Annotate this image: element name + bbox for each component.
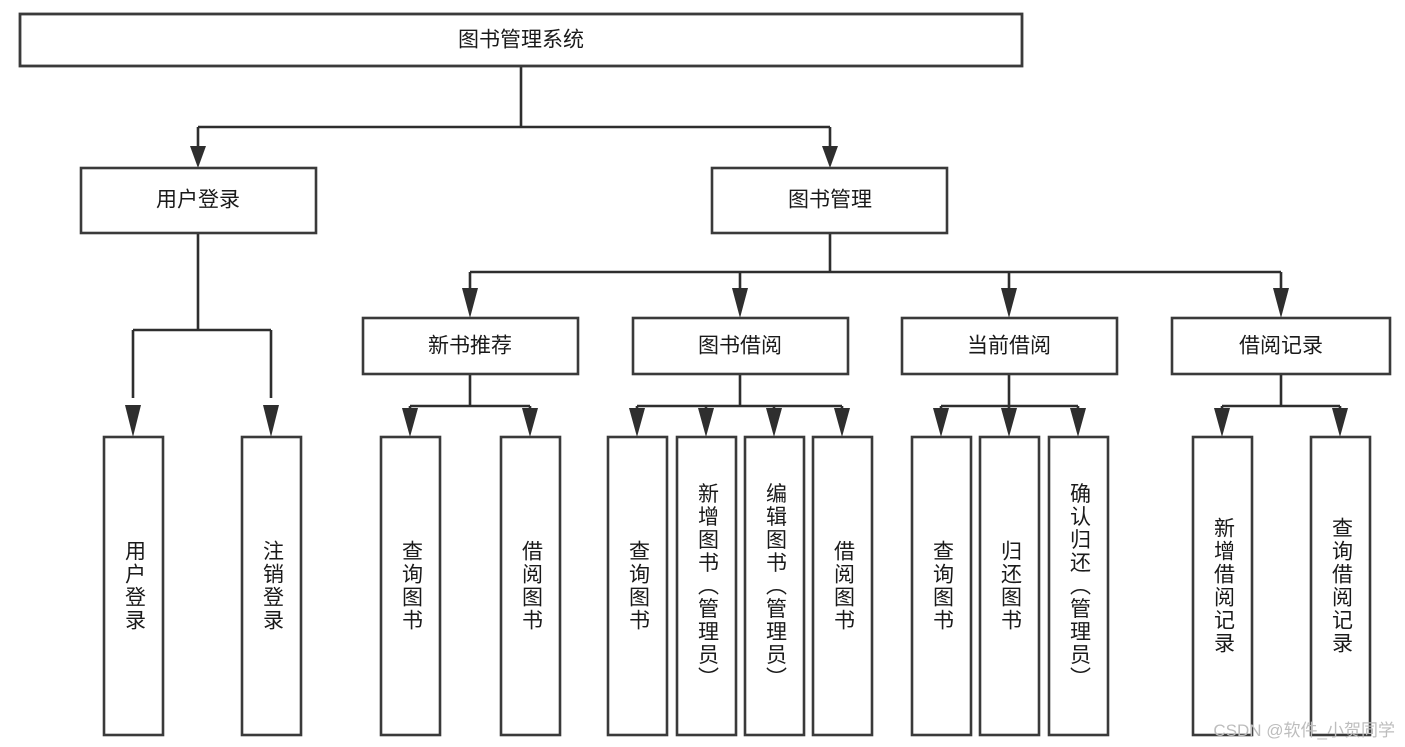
leaf-br-add-record-label: 新增借阅记录 <box>1211 517 1235 655</box>
leaf-bb-edit-book-label: 编辑图书（管理员） <box>763 483 787 690</box>
leaf-nb-query-book-label: 查询图书 <box>399 540 423 632</box>
leaf-bb-borrow-book-label: 借阅图书 <box>831 540 855 632</box>
arrow-head-cb-leaf-3 <box>1070 408 1086 437</box>
arrow-head-leaf-user-login <box>125 405 141 437</box>
leaf-node[interactable]: 用户登录 <box>102 435 165 737</box>
arrow-head-bb-leaf-4 <box>834 408 850 437</box>
leaf-node[interactable]: 借阅图书 <box>811 435 874 737</box>
connector-layer <box>125 66 1348 437</box>
leaf-cb-confirm-return-box[interactable] <box>1047 435 1110 737</box>
leaf-node[interactable]: 查询图书 <box>379 435 442 737</box>
arrow-head-new-book-recommend <box>462 288 478 318</box>
arrow-head-borrow-record <box>1273 288 1289 318</box>
node-new-book-recommend-label: 新书推荐 <box>428 335 512 358</box>
leaf-node[interactable]: 新增图书（管理员） <box>675 435 738 737</box>
arrow-head-bb-leaf-3 <box>766 408 782 437</box>
leaf-node[interactable]: 新增借阅记录 <box>1191 435 1254 737</box>
leaf-bb-query-book-label: 查询图书 <box>626 540 650 632</box>
arrow-head-leaf-logout <box>263 405 279 437</box>
leaf-br-query-record-box[interactable] <box>1309 435 1372 737</box>
leaf-bb-add-book-label: 新增图书（管理员） <box>695 483 719 690</box>
leaf-bb-add-book-box[interactable] <box>675 435 738 737</box>
node-book-management-box[interactable] <box>710 166 949 235</box>
arrow-head-book-management <box>822 146 838 168</box>
arrow-head-br-leaf-2 <box>1332 408 1348 437</box>
leaf-cb-query-book-label: 查询图书 <box>930 540 954 632</box>
node-current-borrow-box[interactable] <box>900 316 1119 376</box>
leaf-logout-label: 注销登录 <box>260 540 284 632</box>
arrow-head-user-login <box>190 146 206 168</box>
node-root-box[interactable] <box>18 12 1024 68</box>
arrow-head-current-borrow <box>1001 288 1017 318</box>
leaf-br-add-record-box[interactable] <box>1191 435 1254 737</box>
arrow-head-nb-leaf-2 <box>522 408 538 437</box>
node-new-book-recommend-box[interactable] <box>361 316 580 376</box>
node-user-login[interactable]: 用户登录 <box>79 166 318 235</box>
leaf-user-login-box[interactable] <box>102 435 165 737</box>
leaf-logout-box[interactable] <box>240 435 303 737</box>
leaf-bb-edit-book-box[interactable] <box>743 435 806 737</box>
node-borrow-record-box[interactable] <box>1170 316 1392 376</box>
leaf-node[interactable]: 编辑图书（管理员） <box>743 435 806 737</box>
leaf-node[interactable]: 查询图书 <box>606 435 669 737</box>
node-book-borrow-label: 图书借阅 <box>698 335 782 358</box>
node-root-label: 图书管理系统 <box>458 29 584 52</box>
leaf-nb-borrow-book-box[interactable] <box>499 435 562 737</box>
arrow-head-book-borrow <box>732 288 748 318</box>
leaf-cb-return-book-box[interactable] <box>978 435 1041 737</box>
leaf-nb-query-book-box[interactable] <box>379 435 442 737</box>
node-borrow-record-label: 借阅记录 <box>1239 335 1323 358</box>
node-book-management-label: 图书管理 <box>788 189 872 212</box>
node-user-login-label: 用户登录 <box>156 189 240 212</box>
leaf-bb-query-book-box[interactable] <box>606 435 669 737</box>
leaf-node[interactable]: 归还图书 <box>978 435 1041 737</box>
leaf-cb-return-book-label: 归还图书 <box>998 540 1022 632</box>
node-root[interactable]: 图书管理系统 <box>18 12 1024 68</box>
leaf-cb-query-book-box[interactable] <box>910 435 973 737</box>
leaf-bb-borrow-book-box[interactable] <box>811 435 874 737</box>
node-book-borrow-box[interactable] <box>631 316 850 376</box>
node-book-borrow[interactable]: 图书借阅 <box>631 316 850 376</box>
leaf-node[interactable]: 查询借阅记录 <box>1309 435 1372 737</box>
arrow-head-bb-leaf-2 <box>698 408 714 437</box>
node-user-login-box[interactable] <box>79 166 318 235</box>
node-current-borrow[interactable]: 当前借阅 <box>900 316 1119 376</box>
leaf-node[interactable]: 查询图书 <box>910 435 973 737</box>
leaf-br-query-record-label: 查询借阅记录 <box>1329 517 1353 655</box>
node-new-book-recommend[interactable]: 新书推荐 <box>361 316 580 376</box>
leaf-node[interactable]: 借阅图书 <box>499 435 562 737</box>
leaf-user-login-label: 用户登录 <box>122 540 146 632</box>
arrow-head-cb-leaf-2 <box>1001 408 1017 437</box>
leaf-node[interactable]: 注销登录 <box>240 435 303 737</box>
node-current-borrow-label: 当前借阅 <box>967 335 1051 358</box>
arrow-head-nb-leaf-1 <box>402 408 418 437</box>
leaf-cb-confirm-return-label: 确认归还（管理员） <box>1067 483 1091 690</box>
arrow-head-cb-leaf-1 <box>933 408 949 437</box>
leaf-nb-borrow-book-label: 借阅图书 <box>519 540 543 632</box>
arrow-head-br-leaf-1 <box>1214 408 1230 437</box>
node-book-management[interactable]: 图书管理 <box>710 166 949 235</box>
arrow-head-bb-leaf-1 <box>629 408 645 437</box>
leaf-node[interactable]: 确认归还（管理员） <box>1047 435 1110 737</box>
node-borrow-record[interactable]: 借阅记录 <box>1170 316 1392 376</box>
